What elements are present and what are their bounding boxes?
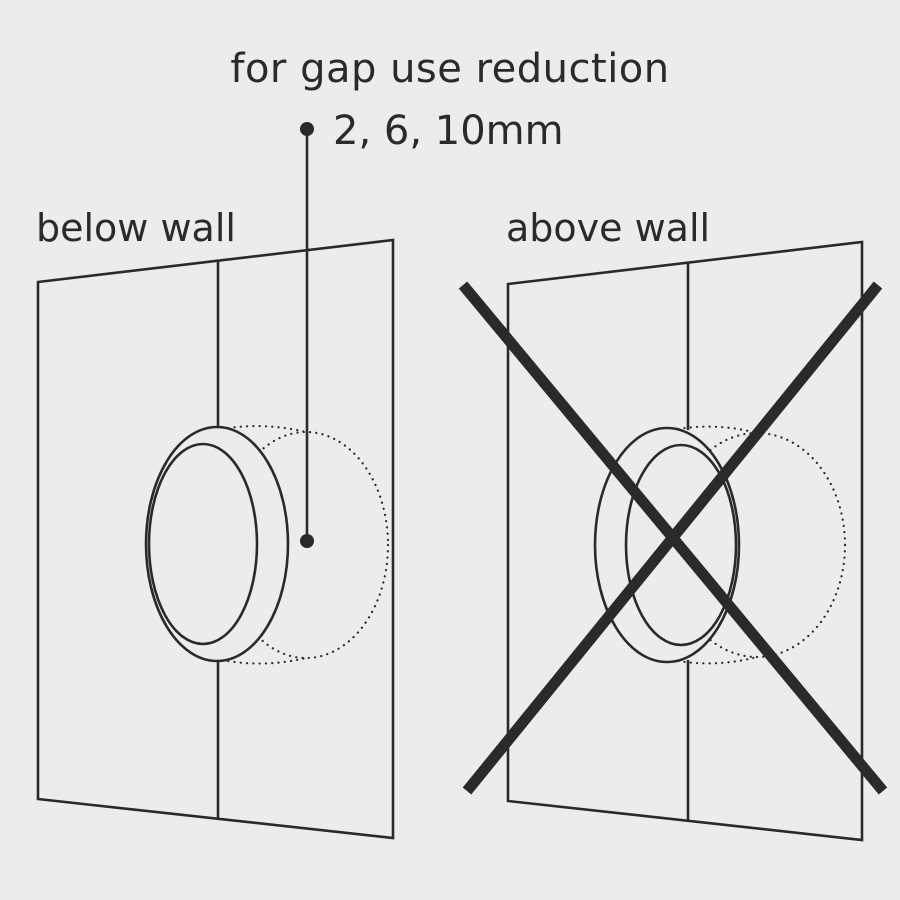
gap-leader-line (300, 122, 314, 548)
left-socket-depth-bottom-dotted-line (220, 656, 308, 665)
left-socket-depth-top-dotted-line (220, 425, 308, 434)
dot-icon (300, 122, 314, 136)
dot-icon (300, 534, 314, 548)
left-socket-outer-ellipse (144, 425, 290, 663)
right-socket-inner-ellipse (624, 443, 738, 647)
cross-out-line-2 (462, 281, 883, 795)
annotation-value: 2, 6, 10mm (333, 108, 564, 154)
left-wall-panel-outline (36, 238, 395, 840)
right-diagram-label: above wall (506, 206, 711, 250)
left-diagram-label: below wall (36, 206, 236, 250)
right-wall-diagram (458, 240, 888, 842)
right-wall-panel-outline (506, 240, 864, 842)
annotation-title: for gap use reduction (230, 46, 670, 92)
cross-out-x-icon (458, 281, 888, 795)
left-wall-diagram (36, 238, 395, 840)
left-socket-inner-ellipse (147, 442, 259, 646)
